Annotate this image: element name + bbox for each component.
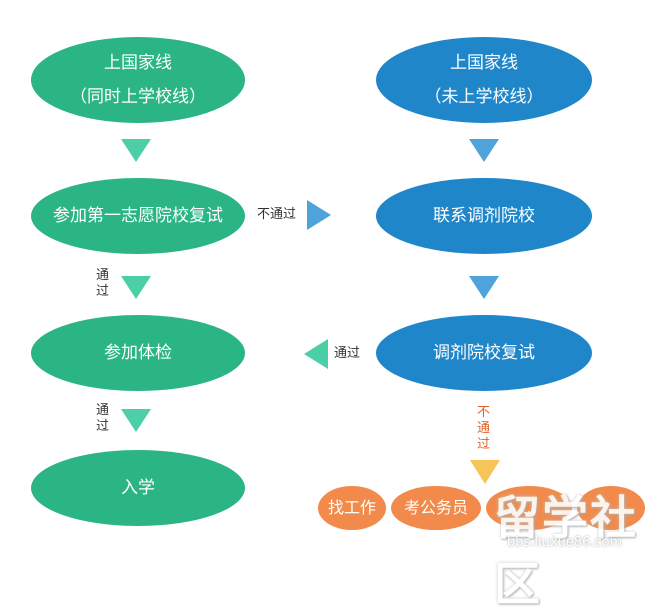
option-more-1: … [486, 486, 572, 530]
arrow-down-blue-2 [469, 276, 499, 299]
label-fail-down: 不通过 [477, 405, 491, 452]
arrow-down-blue-1 [469, 139, 499, 162]
arrow-left-green [304, 339, 328, 369]
label-pass-back: 通过 [334, 346, 361, 361]
node-label: 联系调剂院校 [433, 206, 535, 226]
label-pass-2: 通过 [96, 403, 110, 434]
arrow-down-green-3 [121, 409, 151, 432]
flow-arrows [121, 139, 500, 484]
node-label: 入学 [121, 478, 155, 498]
arrow-right-blue [307, 200, 331, 230]
node-label: 调剂院校复试 [433, 343, 535, 363]
node-line: 上国家线 [450, 53, 518, 73]
node-enroll: 入学 [31, 450, 245, 526]
node-line: 上国家线 [104, 53, 172, 73]
option-find-job: 找工作 [318, 486, 386, 530]
node-label: 参加第一志愿院校复试 [53, 206, 223, 226]
watermark-url: bbs.liuxue86.com [507, 535, 623, 550]
label-fail-across: 不通过 [257, 207, 297, 222]
option-civil-service: 考公务员 [391, 486, 481, 530]
node-first-choice-retest: 参加第一志愿院校复试 [31, 178, 245, 254]
node-adjust-school-retest: 调剂院校复试 [376, 315, 592, 391]
option-more-2: … [577, 486, 645, 530]
node-line: （同时上学校线） [70, 87, 206, 107]
arrow-down-green-1 [121, 139, 151, 162]
node-label: 参加体检 [104, 343, 172, 363]
label-pass-1: 通过 [96, 268, 110, 299]
arrow-down-orange [470, 460, 500, 484]
node-national-line-school-line: 上国家线 （同时上学校线） [31, 37, 245, 123]
node-line: （未上学校线） [424, 87, 544, 107]
node-contact-adjust-school: 联系调剂院校 [376, 178, 592, 254]
arrow-down-green-2 [121, 276, 151, 299]
node-national-line-no-school-line: 上国家线 （未上学校线） [376, 37, 592, 123]
node-physical-exam: 参加体检 [31, 315, 245, 391]
